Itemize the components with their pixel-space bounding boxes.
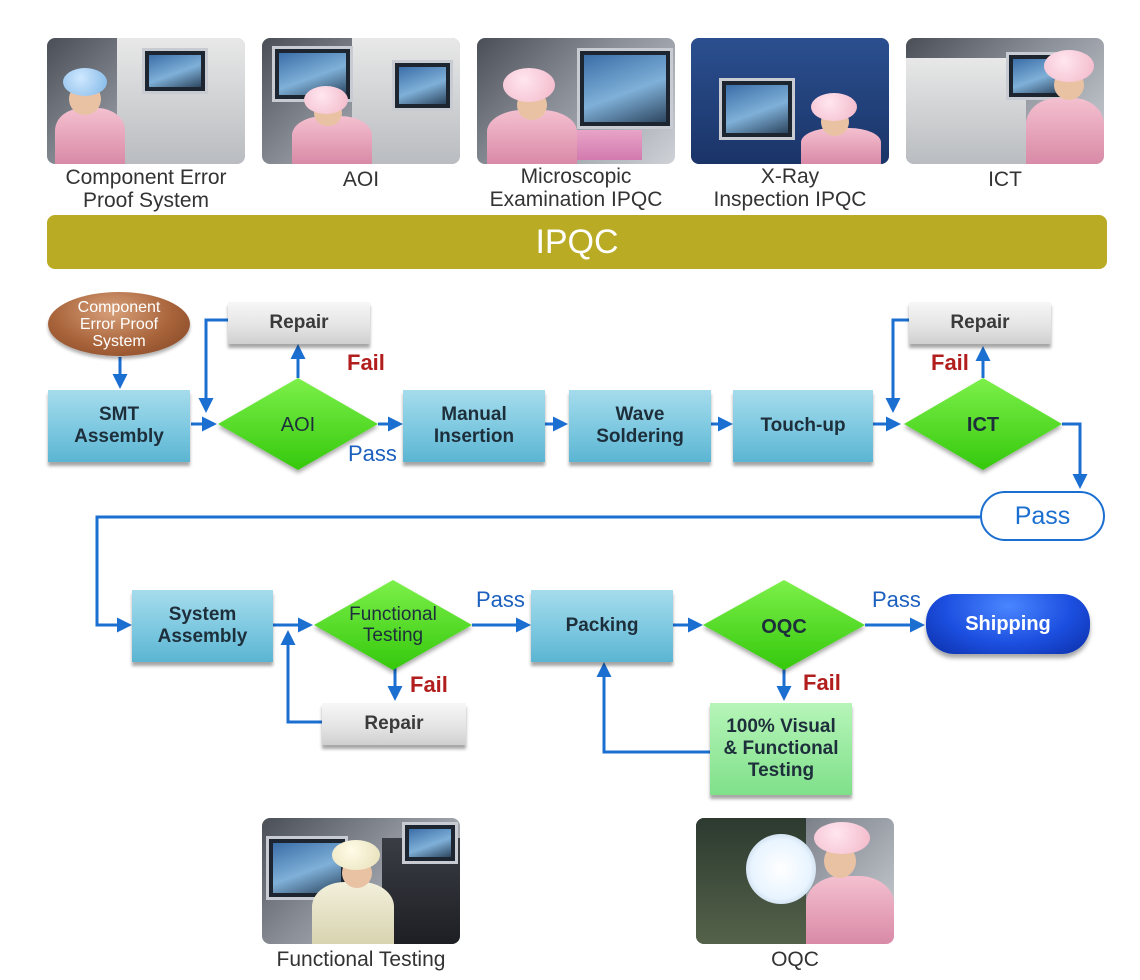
system-assembly-node: System Assembly xyxy=(132,590,273,662)
photo-xray-inspection xyxy=(691,38,889,164)
photo-aoi xyxy=(262,38,460,164)
diamond-ict xyxy=(904,378,1062,470)
pass-label-functional: Pass xyxy=(476,587,525,612)
caption-ict: ICT xyxy=(988,168,1022,191)
diamond-oqc xyxy=(703,580,865,670)
arrow-repair2-back xyxy=(885,318,910,413)
pass-label-oqc: Pass xyxy=(872,587,921,612)
smt-assembly-node: SMT Assembly xyxy=(48,390,190,462)
caption-functional-testing: Functional Testing xyxy=(276,948,446,971)
diamond-aoi-label: AOI xyxy=(281,414,315,436)
photo-ict xyxy=(906,38,1104,164)
pass-pill: Pass xyxy=(980,491,1105,541)
repair-node-1: Repair xyxy=(228,302,370,344)
caption-xray-inspection: X-Ray Inspection IPQC xyxy=(713,165,867,211)
fail-label-ict: Fail xyxy=(931,350,969,375)
component-error-proof-node: Component Error Proof System xyxy=(48,292,190,356)
diamond-ict-label: ICT xyxy=(967,414,999,436)
fail-label-oqc: Fail xyxy=(803,670,841,695)
arrow-ict-to-pass xyxy=(1062,422,1088,489)
photo-component-error-proof xyxy=(47,38,245,164)
manual-insertion-node: Manual Insertion xyxy=(403,390,545,462)
packing-node: Packing xyxy=(531,590,673,662)
arrow-repair3-back xyxy=(280,630,322,724)
pass-label-aoi: Pass xyxy=(348,441,397,466)
shipping-node: Shipping xyxy=(926,594,1090,654)
arrow-repair-back xyxy=(198,318,230,413)
arrow-visual-back xyxy=(596,662,710,754)
diamond-functional xyxy=(314,580,472,670)
caption-oqc: OQC xyxy=(771,948,819,971)
caption-microscopic-examination: Microscopic Examination IPQC xyxy=(489,165,663,211)
photo-microscopic-examination xyxy=(477,38,675,164)
diamond-functional-label: Functional Testing xyxy=(349,604,437,646)
repair-node-3: Repair xyxy=(322,703,466,745)
touch-up-node: Touch-up xyxy=(733,390,873,462)
wave-soldering-node: Wave Soldering xyxy=(569,390,711,462)
caption-aoi: AOI xyxy=(342,168,380,191)
repair-node-2: Repair xyxy=(909,302,1051,344)
visual-functional-testing-node: 100% Visual & Functional Testing xyxy=(710,703,852,795)
ipqc-band: IPQC xyxy=(47,215,1107,269)
diamond-aoi xyxy=(218,378,378,470)
fail-label-aoi: Fail xyxy=(347,350,385,375)
caption-component-error-proof: Component Error Proof System xyxy=(65,166,227,212)
diamond-oqc-label: OQC xyxy=(761,616,807,638)
arrow-pass-to-system xyxy=(95,515,980,633)
photo-functional-testing xyxy=(262,818,460,944)
fail-label-functional: Fail xyxy=(410,672,448,697)
photo-oqc xyxy=(696,818,894,944)
